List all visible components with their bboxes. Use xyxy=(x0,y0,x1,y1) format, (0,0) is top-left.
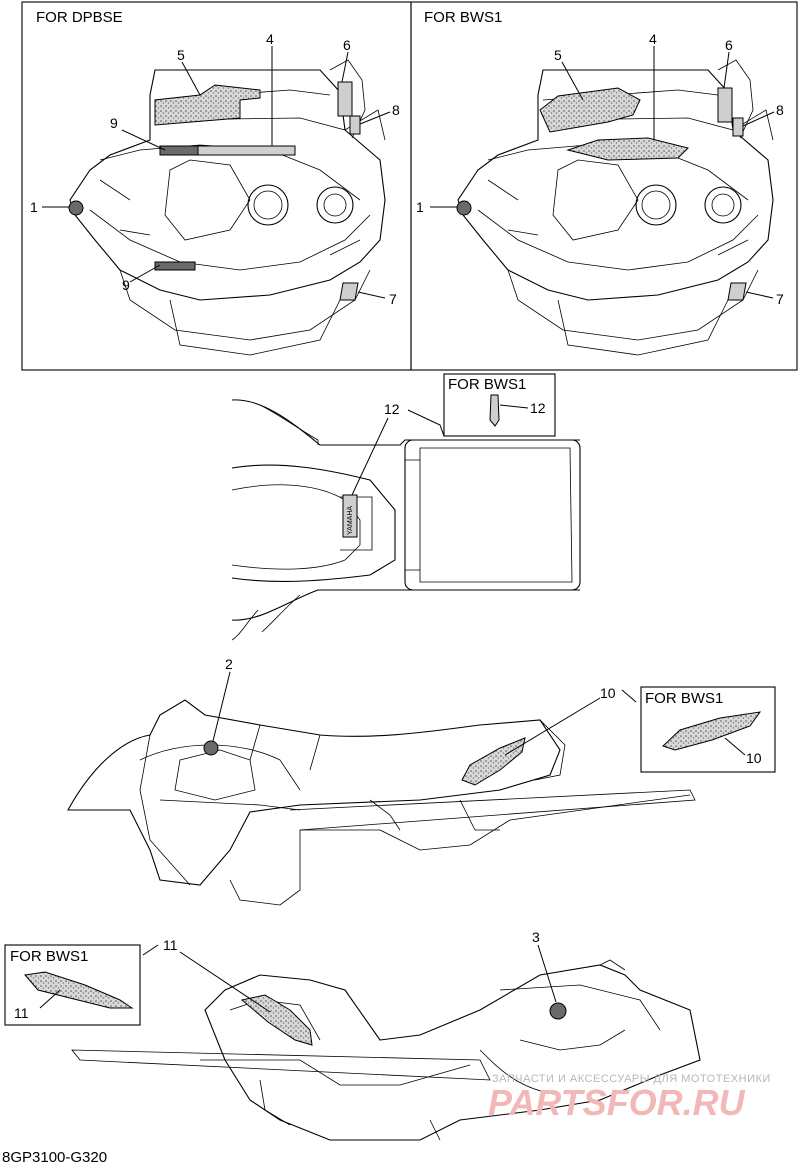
callout-12-topview: 12 xyxy=(384,401,400,417)
panel-dpbse-title: FOR DPBSE xyxy=(36,9,123,26)
decal-8-dpbse xyxy=(349,115,361,135)
decal-9-dpbse-upper xyxy=(159,145,199,156)
front-view-dpbse xyxy=(42,46,391,356)
callout-8-bws1: 8 xyxy=(776,102,784,118)
watermark-subtitle: ЗАПЧАСТИ И АКСЕССУАРЫ ДЛЯ МОТОТЕХНИКИ xyxy=(492,1073,771,1085)
decal-12-brand-text: YAMAHA xyxy=(347,506,354,535)
callout-8-dpbse: 8 xyxy=(392,102,400,118)
inset-12-title: FOR BWS1 xyxy=(448,376,526,393)
callout-11-inset: 11 xyxy=(14,1005,29,1021)
decal-10-sideview xyxy=(461,737,526,786)
inset-10-title: FOR BWS1 xyxy=(645,690,723,707)
decal-11-inset xyxy=(24,971,134,1009)
callout-7-dpbse: 7 xyxy=(389,291,397,307)
callout-2-sideview: 2 xyxy=(225,656,233,672)
callout-5-bws1: 5 xyxy=(554,47,562,63)
callout-3-sideview: 3 xyxy=(532,929,540,945)
decal-9-dpbse-lower xyxy=(154,261,196,271)
panel-bws1-frame xyxy=(410,1,798,371)
decal-6-bws1 xyxy=(717,87,733,123)
panel-bws1-title: FOR BWS1 xyxy=(424,9,502,26)
left-side-view: FOR BWS1 xyxy=(67,671,776,906)
decal-7-dpbse xyxy=(339,282,359,301)
decal-11-sideview xyxy=(240,994,313,1046)
decal-3-sideview xyxy=(549,1002,567,1020)
inset-11-title: FOR BWS1 xyxy=(10,948,88,965)
decal-5-bws1 xyxy=(539,87,641,133)
decal-6-dpbse xyxy=(337,81,353,117)
callout-10-inset: 10 xyxy=(746,750,762,766)
inset-12-frame xyxy=(443,373,556,437)
inset-10-frame xyxy=(640,686,776,773)
top-view: YAMAHA FOR BWS1 xyxy=(231,373,581,641)
callout-6-bws1: 6 xyxy=(725,37,733,53)
right-side-view: FOR BWS1 xyxy=(4,944,701,1141)
front-view-bws1 xyxy=(430,46,775,356)
panel-dpbse-frame xyxy=(21,1,412,371)
decal-5-dpbse xyxy=(154,84,261,126)
callout-4-bws1: 4 xyxy=(649,31,657,47)
decal-8-bws1 xyxy=(732,117,744,137)
callout-4-dpbse: 4 xyxy=(266,31,274,47)
decal-4-bws1 xyxy=(566,137,689,161)
callout-10-sideview: 10 xyxy=(600,685,616,701)
decal-1-dpbse xyxy=(68,200,84,216)
callout-5-dpbse: 5 xyxy=(177,47,185,63)
watermark-brand: PARTSFOR.RU xyxy=(488,1082,746,1123)
decal-12-topview xyxy=(342,494,358,538)
callout-12-inset: 12 xyxy=(530,400,546,416)
callout-1-dpbse: 1 xyxy=(30,199,38,215)
decal-10-inset xyxy=(662,711,762,751)
callout-1-bws1: 1 xyxy=(416,199,424,215)
callout-6-dpbse: 6 xyxy=(343,37,351,53)
decal-7-bws1 xyxy=(727,282,747,301)
callout-11-sideview: 11 xyxy=(163,937,178,953)
decal-12-inset xyxy=(489,394,500,427)
diagram-code: 8GP3100-G320 xyxy=(2,1149,107,1166)
top-panels: FOR DPBSE FOR BWS1 xyxy=(21,1,798,371)
inset-11-frame xyxy=(4,944,141,1026)
decal-2-sideview xyxy=(203,740,219,756)
decal-1-bws1 xyxy=(456,200,472,216)
callout-9-dpbse-lower: 9 xyxy=(122,277,130,293)
callout-7-bws1: 7 xyxy=(776,291,784,307)
callout-9-dpbse-upper: 9 xyxy=(110,115,118,131)
